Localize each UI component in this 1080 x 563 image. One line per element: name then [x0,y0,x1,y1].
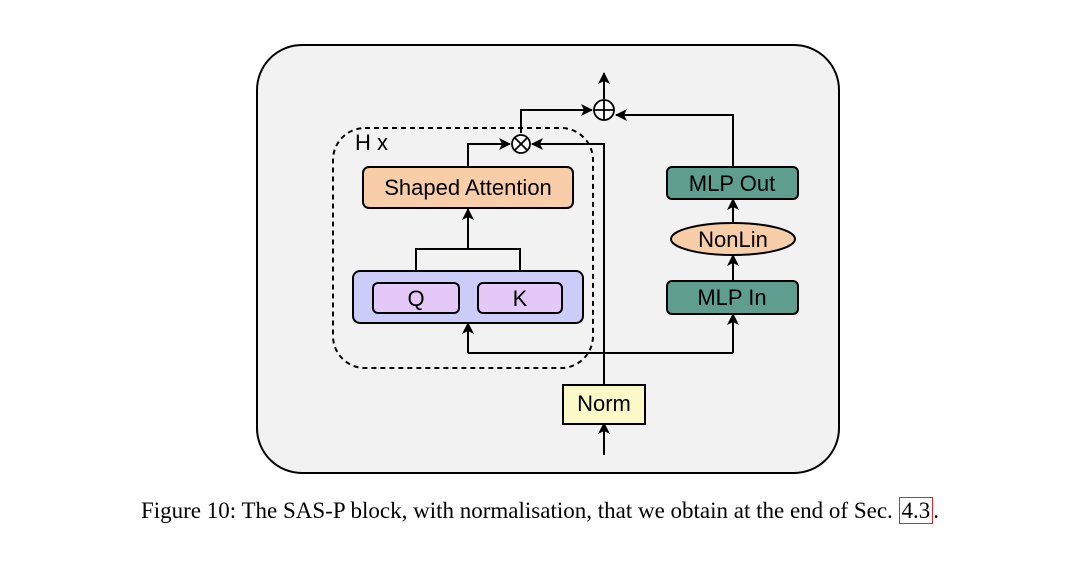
repeat-label: H x [355,130,388,155]
norm-label: Norm [577,391,631,416]
section-reference-link[interactable]: 4.3 [898,497,934,524]
mlp-out-label: MLP Out [689,171,775,196]
mlp-in-box [666,280,799,315]
otimes-to-oplus-arrow [520,104,593,133]
nonlin-label: NonLin [698,227,768,252]
shaped-attention-box [362,166,574,209]
attention-to-otimes-arrow [467,138,511,167]
attention-heads-region [332,127,594,369]
add-operator-icon [593,99,615,121]
block-frame [256,44,840,474]
caption-end: . [933,498,940,523]
mlp-in-label: MLP In [697,285,766,310]
nonlin-ellipse [670,222,796,256]
caption-text: Figure 10: The SAS-P block, with normali… [140,498,899,523]
q-label: Q [407,286,424,311]
multiply-operator-icon [511,134,531,154]
mlp-out-to-oplus-arrow [615,109,734,167]
norm-box [562,384,646,425]
figure-caption: Figure 10: The SAS-P block, with normali… [0,497,1080,524]
shaped-attention-label: Shaped Attention [384,175,552,200]
mlp-out-box [666,166,799,200]
k-label: K [513,286,528,311]
q-box [372,282,460,314]
value-skip-arrow [531,138,605,353]
k-box [477,282,563,314]
